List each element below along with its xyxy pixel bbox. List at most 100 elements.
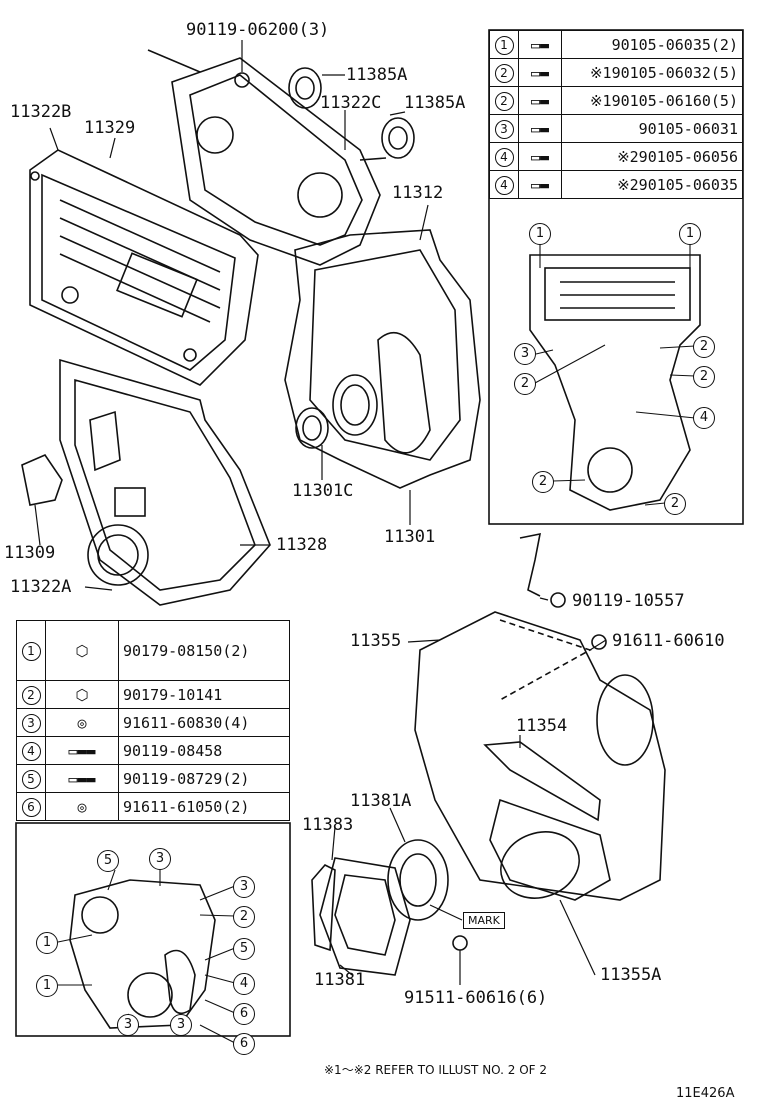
key-number: 2 (494, 63, 514, 83)
key-number: 6 (21, 797, 41, 817)
bolt-icon: ▭▬▬ (68, 769, 96, 788)
callout: 6 (233, 1003, 255, 1025)
lower-cover-11328 (59, 358, 271, 606)
callout: 4 (233, 973, 255, 995)
label-clip-bolt: 90119-10557 (572, 591, 685, 611)
callout: 1 (529, 223, 551, 245)
callout: 2 (693, 366, 715, 388)
gasket-11383 (311, 864, 336, 952)
callout: 6 (233, 1033, 255, 1055)
label-plate-11355: 11355 (350, 631, 402, 651)
plate-11354 (483, 741, 601, 822)
part-number: 91611-60830(4) (118, 708, 290, 737)
label-seal-11381a: 11381A (350, 791, 412, 811)
key-number: 5 (21, 769, 41, 789)
inset-cover-outline (529, 254, 701, 511)
washer-icon: ◎ (77, 713, 87, 732)
key-number: 2 (494, 91, 514, 111)
label-grommet-11309: 11309 (4, 543, 56, 563)
label-seal-11385a-lower: 11385A (404, 93, 466, 113)
leader-lines (34, 40, 607, 985)
part-number: 90105-06031 (561, 114, 743, 143)
bolt-icon: ▭▬ (530, 119, 550, 138)
part-number: ※190105-06160(5) (561, 86, 743, 115)
label-gasket-11322a: 11322A (10, 577, 72, 597)
bolt-icon: ▭▬ (530, 35, 550, 54)
key-number: 4 (494, 175, 514, 195)
table-row: 4 ▭▬▬ 90119-08458 (16, 736, 290, 765)
nut-icon: ⬡ (75, 685, 89, 704)
part-number: ※290105-06056 (561, 142, 743, 171)
label-bolt-91511-60616: 91511-60616(6) (404, 988, 548, 1008)
callout: 3 (514, 343, 536, 365)
part-number: 91611-61050(2) (118, 792, 290, 821)
inset-case-outline (69, 879, 216, 1029)
washer-icon (591, 634, 607, 650)
table-row: 2 ▭▬ ※190105-06160(5) (489, 86, 743, 115)
seal-11385a-upper (288, 67, 322, 109)
key-number: 4 (21, 741, 41, 761)
bolt-icon: ▭▬▬ (68, 741, 96, 760)
washer-icon (234, 72, 250, 88)
table-row: 6 ◎ 91611-61050(2) (16, 792, 290, 821)
timing-case-11301 (284, 229, 481, 489)
gasket-11355a (489, 798, 611, 901)
table-row: 3 ▭▬ 90105-06031 (489, 114, 743, 143)
label-cover-11329: 11329 (84, 118, 136, 138)
key-number: 1 (21, 641, 41, 661)
key-number: 4 (494, 147, 514, 167)
callout: 5 (97, 850, 119, 872)
label-plate-11354: 11354 (516, 716, 568, 736)
table-row: 5 ▭▬▬ 90119-08729(2) (16, 764, 290, 793)
table-row: 4 ▭▬ ※290105-06056 (489, 142, 743, 171)
label-retainer-11381: 11381 (314, 970, 366, 990)
callout: 1 (679, 223, 701, 245)
fastener-table-top: 1▭▬90105-06035(2) 2▭▬※190105-06032(5) 2▭… (489, 30, 743, 199)
timing-cover-11329 (29, 149, 259, 386)
label-cover-11322b: 11322B (10, 102, 72, 122)
callout: 2 (532, 471, 554, 493)
washer-icon: ◎ (77, 797, 87, 816)
label-seal-11301c: 11301C (292, 481, 354, 501)
label-top-bolt: 90119-06200(3) (186, 20, 330, 40)
inset-frame-bottom (15, 822, 291, 1037)
callout: 2 (514, 373, 536, 395)
callout: 2 (664, 493, 686, 515)
key-number: 3 (21, 713, 41, 733)
table-row: 4▭▬※290105-06035 (489, 170, 743, 199)
label-cover-11328: 11328 (276, 535, 328, 555)
fastener-table-left: 1⬡90179-08150(2) 2⬡90179-10141 3◎91611-6… (16, 620, 290, 821)
clip-part (519, 532, 542, 597)
gasket-11322c (147, 49, 381, 266)
callout: 3 (117, 1014, 139, 1036)
key-number: 3 (494, 119, 514, 139)
part-number: ※190105-06032(5) (561, 58, 743, 87)
part-number: 90119-08729(2) (118, 764, 290, 793)
nut-icon: ⬡ (75, 641, 89, 660)
callout: 2 (693, 336, 715, 358)
inset-leader-lines (57, 243, 696, 1044)
label-case-11301: 11301 (384, 527, 436, 547)
callout: 5 (233, 938, 255, 960)
oil-seal-11381a (387, 839, 449, 921)
callout: 2 (233, 906, 255, 928)
table-row: 2▭▬※190105-06032(5) (489, 58, 743, 87)
label-seal-11385a-upper: 11385A (346, 65, 408, 85)
callout: 4 (693, 407, 715, 429)
bolt-icon: ▭▬ (530, 91, 550, 110)
bolt-icon: ▭▬ (530, 147, 550, 166)
washer-icon (452, 935, 468, 951)
callout: 3 (170, 1014, 192, 1036)
callout: 1 (36, 932, 58, 954)
part-number: 90179-08150(2) (118, 620, 290, 681)
part-number: 90105-06035(2) (561, 30, 743, 59)
part-number: 90119-08458 (118, 736, 290, 765)
callout: 3 (149, 848, 171, 870)
bolt-icon: ▭▬ (530, 175, 550, 194)
label-washer-91611-60610: 91611-60610 (612, 631, 725, 651)
mark-label: MARK (463, 912, 505, 929)
label-gasket-11322c: 11322C (320, 93, 382, 113)
table-row: 3 ◎ 91611-60830(4) (16, 708, 290, 737)
illustration-code: 11E426A (676, 1086, 735, 1101)
